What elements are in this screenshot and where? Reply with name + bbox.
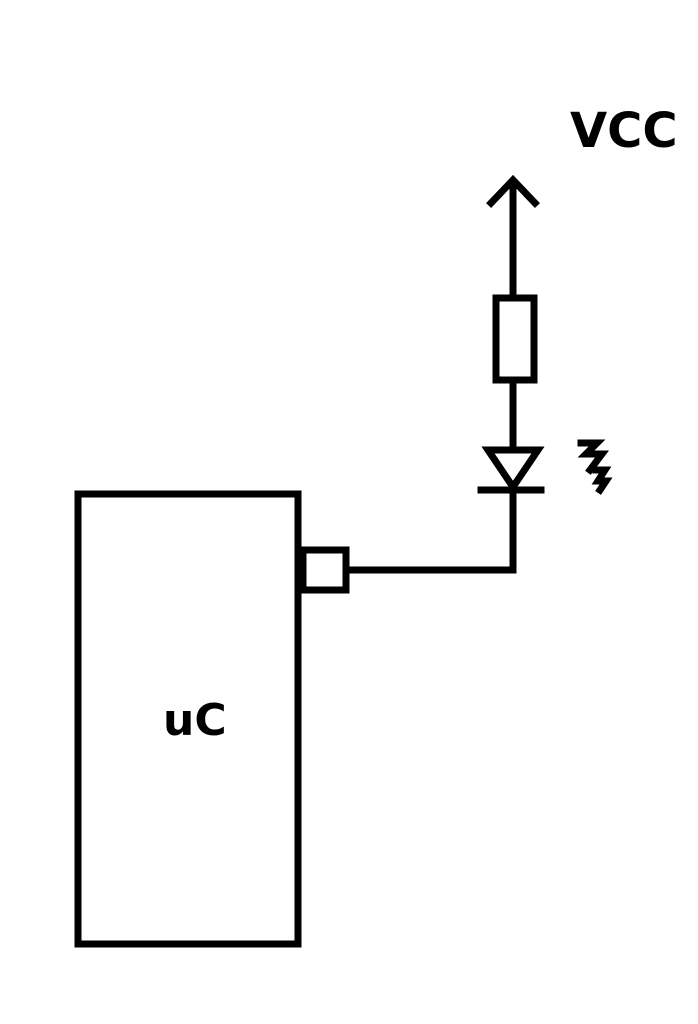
wire-led-pin [343, 486, 517, 574]
uc-label: uC [163, 695, 227, 746]
light-emission-icon [577, 439, 613, 495]
led-diode-icon [477, 446, 545, 494]
vcc-label: VCC [570, 103, 678, 159]
microcontroller-box [74, 490, 302, 948]
resistor [492, 294, 538, 384]
output-pin [299, 546, 350, 594]
vcc-arrow-icon [486, 174, 540, 302]
